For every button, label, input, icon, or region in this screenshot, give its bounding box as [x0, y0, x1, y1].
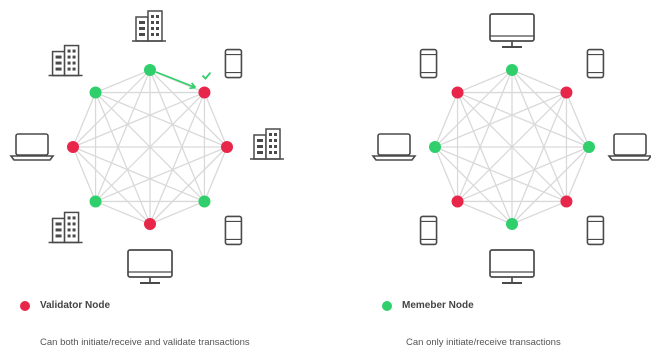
edge	[95, 200, 151, 225]
edge	[434, 146, 513, 225]
edge	[456, 92, 513, 225]
laptop-icon	[9, 133, 55, 161]
validator-node	[560, 195, 573, 208]
validator-dot	[20, 300, 30, 311]
edges	[72, 69, 228, 225]
validator-node	[451, 86, 464, 99]
edge	[94, 92, 151, 225]
legend-validator: Validator Node	[20, 300, 110, 311]
legend-validator-label: Validator Node	[40, 300, 111, 311]
edge	[95, 92, 205, 202]
edge	[95, 69, 151, 94]
edges	[434, 69, 590, 225]
laptop-icon	[371, 133, 417, 161]
edge	[511, 69, 567, 94]
edge	[203, 92, 228, 148]
edge	[203, 146, 228, 202]
member-dot	[382, 300, 392, 311]
phone-icon	[586, 215, 605, 246]
arrow-head	[189, 82, 197, 90]
transaction-arrow	[155, 71, 196, 89]
building-icon	[132, 10, 166, 42]
desktop-icon	[489, 249, 535, 284]
edge	[72, 146, 97, 202]
validator-node	[198, 86, 211, 99]
member-network	[371, 13, 651, 284]
desktop-icon	[489, 13, 535, 48]
edge	[434, 92, 459, 148]
edge	[511, 200, 567, 225]
edge	[434, 146, 459, 202]
member-node	[506, 64, 518, 76]
edge	[565, 146, 590, 202]
edge	[149, 200, 205, 225]
edge	[457, 69, 513, 94]
checkmark-icon	[201, 71, 212, 80]
validator-node	[221, 141, 233, 153]
edge	[457, 91, 590, 148]
building-icon	[250, 128, 284, 160]
phone-icon	[419, 215, 438, 246]
edge	[72, 146, 151, 225]
validator-node	[144, 218, 156, 230]
edge	[95, 91, 228, 148]
member-node	[429, 141, 441, 153]
member-node	[89, 195, 102, 208]
phone-icon	[586, 48, 605, 79]
member-node	[144, 64, 156, 76]
member-node	[506, 218, 518, 230]
edge	[457, 92, 567, 202]
validator-node	[451, 195, 464, 208]
legend-member-label: Memeber Node	[402, 300, 474, 311]
validator-node	[67, 141, 79, 153]
member-node	[583, 141, 595, 153]
building-icon	[48, 211, 83, 244]
member-caption: Can only initiate/receive transactions	[406, 337, 561, 348]
edge	[565, 92, 590, 148]
member-node	[198, 195, 211, 208]
phone-icon	[419, 48, 438, 79]
desktop-icon	[127, 249, 173, 284]
phone-icon	[224, 48, 243, 79]
laptop-icon	[607, 133, 651, 161]
edge	[72, 92, 97, 148]
validator-node	[560, 86, 573, 99]
phone-icon	[224, 215, 243, 246]
validator-network	[9, 10, 284, 284]
building-icon	[48, 44, 83, 77]
member-node	[89, 86, 102, 99]
edge	[457, 200, 513, 225]
legend-member: Memeber Node	[382, 300, 474, 311]
validator-caption: Can both initiate/receive and validate t…	[40, 337, 250, 348]
